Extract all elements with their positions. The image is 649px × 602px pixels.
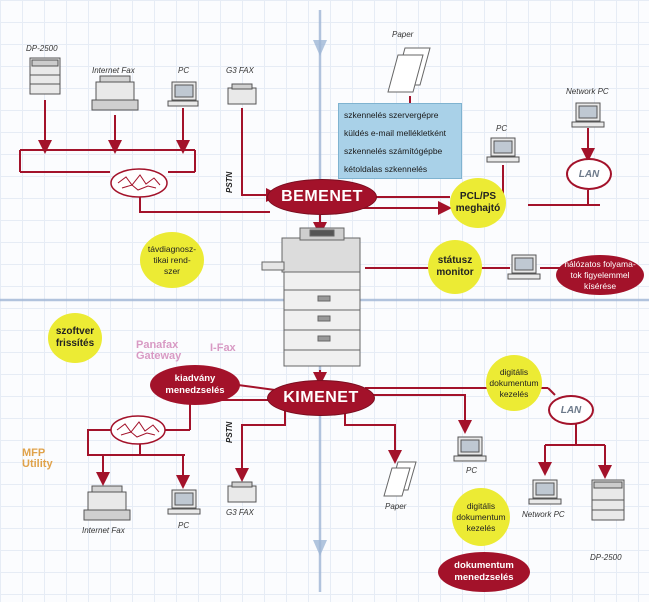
paper-icon-top (387, 47, 431, 93)
label-g3fax-top: G3 FAX (226, 66, 254, 75)
g3-fax-icon-top (227, 83, 257, 105)
tav-line: tikai rend- (153, 254, 191, 265)
lan-oval-bottom: LAN (548, 395, 594, 425)
dokmen-line: menedzselés (454, 572, 514, 583)
mfp-utility-label: MFP Utility (22, 448, 53, 470)
scan-feature: szkennelés szervergépre (344, 110, 439, 120)
scan-feature: kétoldalas szkennelés (344, 164, 428, 174)
dig1-line: kezelés (499, 388, 529, 399)
dig1-line: digitális (499, 366, 529, 377)
label-network-pc-bottom: Network PC (522, 510, 565, 519)
lan-oval-top: LAN (566, 158, 612, 190)
fax-icon-top (91, 75, 139, 111)
label-pc-bottom-mid: PC (466, 466, 478, 475)
copier-icon-bottom (591, 479, 625, 521)
kimenet-oval: KIMENET (268, 381, 374, 415)
label-paper-top: Paper (392, 30, 414, 39)
network-pc-icon-bottom (528, 479, 562, 505)
label-pc-bottom-left: PC (178, 521, 190, 530)
panafax-line: Panafax (136, 339, 179, 351)
bemenet-oval: BEMENET (268, 180, 376, 214)
pc-icon-bottom-left (167, 489, 201, 515)
fax-icon-bottom (83, 485, 131, 521)
label-g3fax-bottom: G3 FAX (226, 508, 254, 517)
status-monitor-pc-icon (507, 254, 541, 280)
copier-icon-top (29, 57, 61, 95)
label-dp2500-top: DP-2500 (26, 44, 58, 53)
scan-feature: küldés e-mail mellékletként (344, 128, 447, 138)
central-copier-icon (261, 227, 361, 367)
dig2-line: digitális (466, 500, 496, 511)
dig2-line: kezelés (466, 522, 496, 533)
network-cloud-top (110, 168, 168, 198)
tav-line: szer (163, 265, 181, 276)
axis-arrow-top (313, 40, 327, 56)
halozat-line: kísérése (583, 280, 617, 291)
label-dp2500-bottom: DP-2500 (590, 553, 622, 562)
label-pc-top: PC (178, 66, 190, 75)
pc-icon-top (167, 81, 199, 107)
network-pc-icon-top (571, 102, 605, 128)
halozat-line: tok figyelemmel (570, 269, 630, 280)
label-network-pc-top: Network PC (566, 87, 609, 96)
label-internet-fax-bottom: Internet Fax (82, 526, 125, 535)
pcl-line: meghajtó (455, 203, 501, 214)
pcl-line: PCL/PS (459, 191, 497, 202)
dig2-line: dokumentum (456, 511, 506, 522)
szoftver-line: szoftver (55, 326, 95, 337)
szoftver-line: frissítés (55, 338, 95, 349)
status-line: monitor (436, 267, 474, 278)
scan-features-box: szkennelés szervergépre küldés e-mail me… (338, 103, 462, 179)
dig1-line: dokumentum (489, 377, 539, 388)
halozat-line: hálózatos folyama- (564, 258, 636, 269)
dokmen-line: dokumentum (454, 560, 514, 571)
pstn-label-top: PSTN (225, 171, 234, 193)
label-pc-mid: PC (496, 124, 508, 133)
axis-arrow-bottom (313, 540, 327, 556)
status-line: státusz (437, 255, 473, 266)
mfp-line: Utility (22, 458, 53, 470)
scan-feature: szkennelés számítógépbe (344, 146, 443, 156)
tav-line: távdiagnosz- (147, 243, 197, 254)
g3-fax-icon-bottom (227, 481, 257, 503)
remote-diagnostics-circle: távdiagnosz-tikai rend-szer (140, 232, 204, 288)
kiadvany-line: menedzselés (165, 385, 225, 396)
pstn-label-bottom: PSTN (225, 421, 234, 443)
panafax-gateway-label: Panafax Gateway (136, 340, 181, 362)
kiadvany-line: kiadvány (174, 373, 216, 384)
ifax-label: I-Fax (210, 342, 236, 354)
label-paper-bottom: Paper (385, 502, 407, 511)
pc-icon-mid (486, 137, 520, 163)
paper-icon-bottom (383, 461, 417, 497)
label-internet-fax-top: Internet Fax (92, 66, 135, 75)
pc-icon-bottom-mid (453, 436, 487, 462)
network-cloud-bottom (110, 415, 166, 445)
mfp-line: MFP (22, 447, 46, 459)
panafax-line: Gateway (136, 350, 182, 362)
